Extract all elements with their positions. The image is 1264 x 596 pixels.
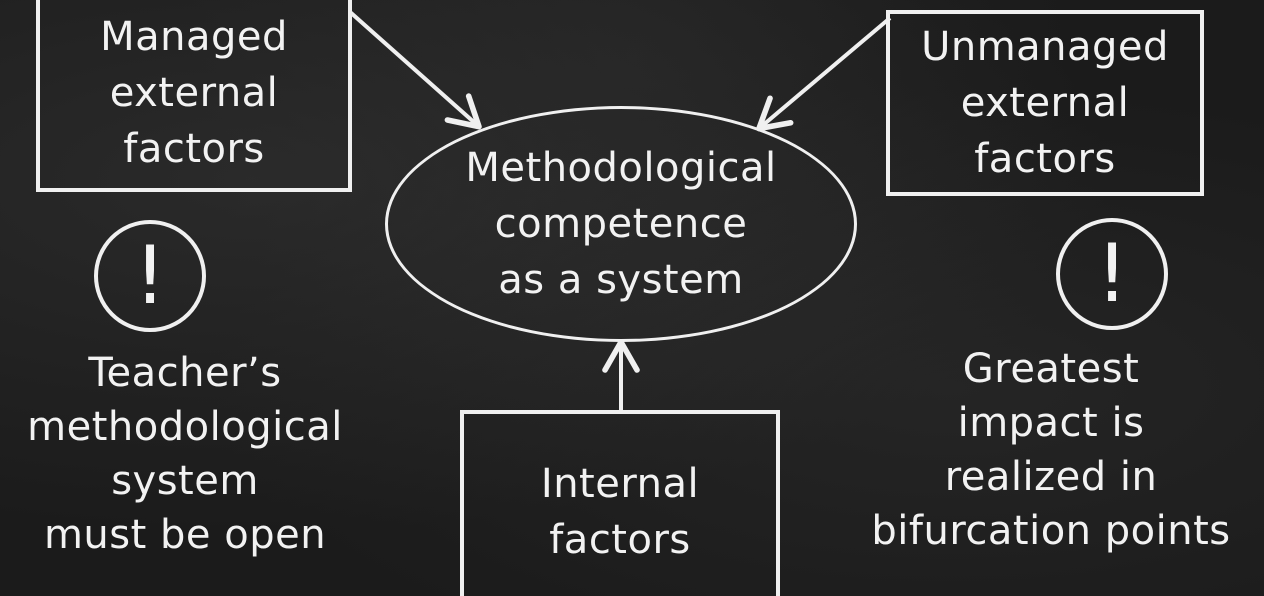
teacher-system-note: Teacher’s methodological system must be … xyxy=(27,350,343,558)
unmanaged-external-factors-label: Unmanaged external factors xyxy=(921,24,1169,182)
methodological-competence-ellipse: Methodological competence as a system xyxy=(385,106,857,342)
internal-factors-box: Internal factors xyxy=(460,410,780,596)
managed-external-factors-label: Managed external factors xyxy=(100,14,288,172)
warning-symbol-left: ! xyxy=(133,229,167,322)
methodological-competence-label: Methodological competence as a system xyxy=(465,145,777,303)
warning-symbol-right: ! xyxy=(1095,227,1129,320)
bifurcation-points-note: Greatest impact is realized in bifurcati… xyxy=(871,346,1231,554)
unmanaged-external-factors-box: Unmanaged external factors xyxy=(886,10,1204,196)
exclamation-circle-icon: ! xyxy=(1056,218,1168,330)
internal-factors-label: Internal factors xyxy=(540,461,700,563)
arrow-managed-to-center xyxy=(348,10,482,130)
arrow-unmanaged-to-center xyxy=(756,16,892,132)
exclamation-circle-icon: ! xyxy=(94,220,206,332)
managed-external-factors-box: Managed external factors xyxy=(36,0,352,192)
